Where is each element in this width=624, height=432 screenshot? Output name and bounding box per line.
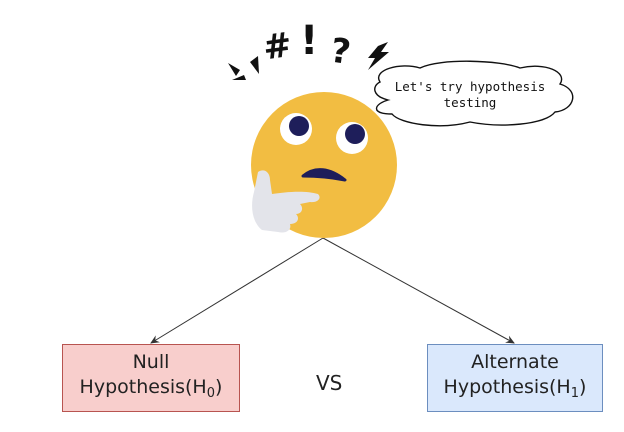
svg-text:!: ! bbox=[300, 18, 318, 64]
svg-text:#: # bbox=[261, 25, 295, 69]
alt-subscript: 1 bbox=[570, 386, 580, 401]
alt-label-line1: Alternate bbox=[471, 351, 559, 373]
alternate-hypothesis-box: Alternate Hypothesis(H1) bbox=[427, 344, 603, 412]
speech-bubble-icon bbox=[374, 60, 574, 127]
null-close-paren: ) bbox=[215, 376, 223, 398]
thinking-emoji-icon bbox=[251, 92, 397, 238]
null-label-line1: Null bbox=[132, 351, 170, 373]
null-subscript: 0 bbox=[206, 386, 216, 401]
null-label-line2: Hypothesis(H0) bbox=[80, 375, 223, 406]
vs-label: VS bbox=[316, 371, 343, 395]
alt-label-line2: Hypothesis(H1) bbox=[444, 375, 587, 406]
arrow-to-alternate bbox=[322, 237, 515, 344]
speech-bubble-text: Let's try hypothesis testing bbox=[378, 79, 562, 111]
exclamation-marks-icon: # ! ? bbox=[228, 18, 389, 80]
speech-line-2: testing bbox=[443, 95, 497, 110]
speech-line-1: Let's try hypothesis bbox=[394, 79, 546, 94]
null-label-text: Hypothesis(H bbox=[79, 376, 207, 398]
arrow-to-null bbox=[150, 237, 324, 344]
null-hypothesis-box: Null Hypothesis(H0) bbox=[62, 344, 240, 412]
svg-text:?: ? bbox=[328, 31, 353, 73]
alt-label-text: Hypothesis(H bbox=[443, 376, 571, 398]
alt-close-paren: ) bbox=[579, 376, 587, 398]
